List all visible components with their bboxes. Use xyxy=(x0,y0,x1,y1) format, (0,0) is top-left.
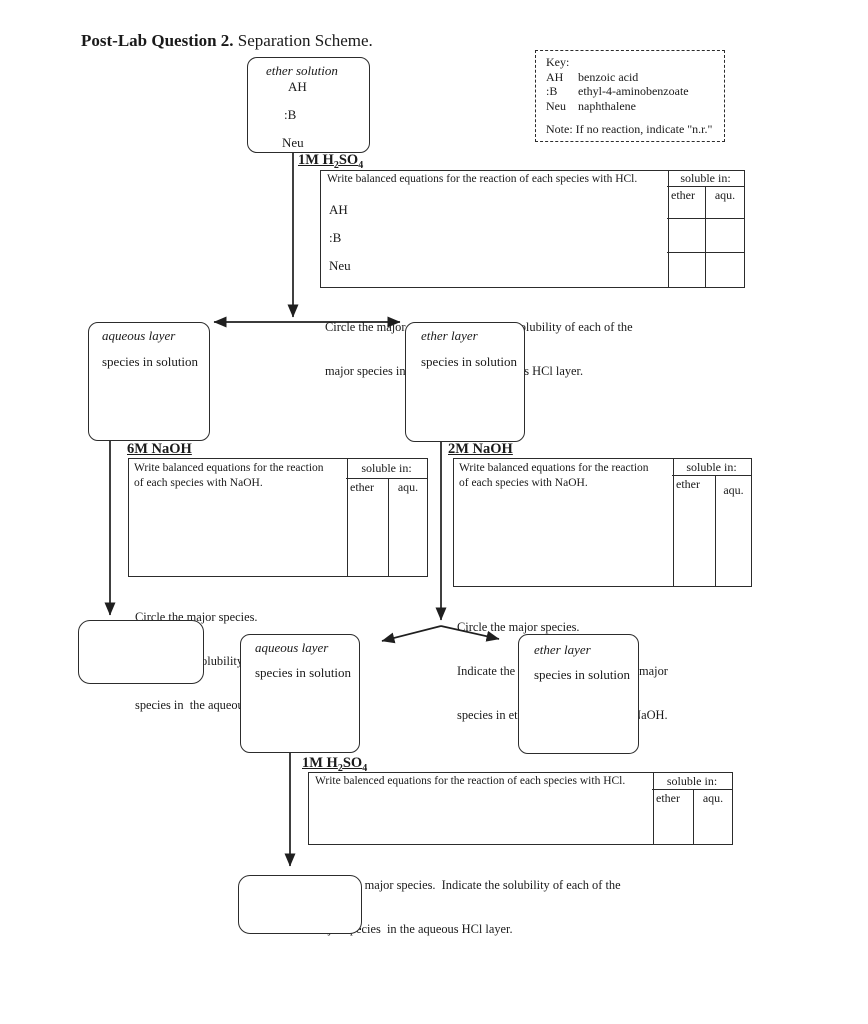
cell-aqu-blank[interactable] xyxy=(706,219,744,252)
ether-layer-top-box: ether layer species in solution xyxy=(405,322,525,442)
prompt-line: of each species with NaOH. xyxy=(134,476,263,489)
key-entry-ah: AH benzoic acid xyxy=(546,70,716,85)
ether-layer-top-line: species in solution xyxy=(421,354,518,369)
table-naoh-2m-soluble-section: soluble in: ether aqu. xyxy=(672,459,751,586)
ether-layer-bottom-box: ether layer species in solution xyxy=(518,634,639,754)
ether-solution-box: ether solution AH :B Neu xyxy=(247,57,370,153)
key-name-ah: benzoic acid xyxy=(578,69,639,84)
reagent-label-h2so4-top: 1M H2SO4 xyxy=(298,152,364,171)
col-ether-label[interactable]: ether xyxy=(672,476,716,586)
cell-ether-blank[interactable] xyxy=(667,253,706,287)
cell-aqu-blank[interactable] xyxy=(706,253,744,287)
soluble-label-row: ether aqu. xyxy=(346,479,427,576)
soluble-blank-row-1 xyxy=(667,219,744,253)
table-naoh-6m: Write balanced equations for the reactio… xyxy=(128,458,428,577)
page-title: Post-Lab Question 2. Separation Scheme. xyxy=(81,31,373,51)
prompt-line: Write balanced equations for the reactio… xyxy=(134,462,324,474)
table-hcl-top-prompt: Write balanced equations for the reactio… xyxy=(327,173,638,185)
arrow-split2-to-aqueous-bottom xyxy=(381,625,442,644)
ether-solution-title: ether solution xyxy=(266,63,338,78)
key-box: Key: AH benzoic acid :B ethyl-4-aminoben… xyxy=(535,50,725,142)
species-b: :B xyxy=(284,107,297,122)
col-aqu-label[interactable]: aqu. xyxy=(702,791,724,805)
soluble-label-row: ether aqu. xyxy=(667,187,744,219)
table-hcl-bottom-prompt: Write balenced equations for the reactio… xyxy=(315,775,626,787)
aqueous-layer-top-line: species in solution xyxy=(102,354,199,369)
aqueous-layer-bottom-line: species in solution xyxy=(255,665,352,680)
soluble-in-header: soluble in: xyxy=(652,773,732,790)
aqueous-layer-top-box: aqueous layer species in solution xyxy=(88,322,210,441)
aqueous-layer-bottom-box: aqueous layer species in solution xyxy=(240,634,360,753)
table-naoh-2m-left-cell[interactable]: Write balanced equations for the reactio… xyxy=(454,459,674,586)
ether-layer-bottom-title: ether layer xyxy=(534,642,591,657)
table-hcl-bottom-left-cell[interactable]: Write balenced equations for the reactio… xyxy=(309,773,654,844)
table-naoh-6m-soluble-section: soluble in: ether aqu. xyxy=(346,459,427,576)
key-entry-neu: Neu naphthalene xyxy=(546,99,716,114)
key-note: Note: If no reaction, indicate "n.r." xyxy=(546,122,713,136)
key-abbr-ah: AH xyxy=(546,69,564,84)
aqueous-layer-top-title: aqueous layer xyxy=(102,328,176,343)
species-ah: AH xyxy=(288,79,307,94)
soluble-label-row: ether aqu. xyxy=(652,790,732,844)
table-naoh-2m: Write balanced equations for the reactio… xyxy=(453,458,752,587)
soluble-in-header: soluble in: xyxy=(346,459,427,479)
result-box-hcl-aqueous[interactable] xyxy=(238,875,362,934)
ether-layer-bottom-line: species in solution xyxy=(534,667,631,682)
soluble-label-row: ether aqu. xyxy=(672,476,751,586)
col-ether-label[interactable]: ether xyxy=(652,790,694,844)
reagent-label-h2so4-bottom: 1M H2SO4 xyxy=(302,755,368,774)
table-hcl-top: Write balanced equations for the reactio… xyxy=(320,170,745,288)
h2so4-sub1: 2 xyxy=(337,762,343,774)
reagent-label-naoh-2m: 2M NaOH xyxy=(448,441,513,457)
cell-ether-blank[interactable] xyxy=(667,219,706,252)
key-abbr-b: :B xyxy=(546,84,558,99)
table-naoh-6m-left-cell[interactable]: Write balanced equations for the reactio… xyxy=(129,459,348,576)
soluble-in-header: soluble in: xyxy=(667,171,744,187)
h2so4-part2: SO xyxy=(342,755,363,771)
caption-line: Circle the major species. xyxy=(457,619,580,634)
ether-layer-top-title: ether layer xyxy=(421,328,478,343)
table-naoh-6m-prompt: Write balanced equations for the reactio… xyxy=(134,461,324,490)
table-hcl-top-soluble-section: soluble in: ether aqu. xyxy=(667,171,744,287)
table-hcl-bottom-soluble-section: soluble in: ether aqu. xyxy=(652,773,732,844)
table-row-b: :B xyxy=(329,230,342,245)
h2so4-part2: SO xyxy=(338,152,359,168)
page-title-bold: Post-Lab Question 2. xyxy=(81,31,234,50)
prompt-line: Write balanced equations for the reactio… xyxy=(459,462,649,474)
h2so4-sub2: 4 xyxy=(362,762,368,774)
key-entry-b: :B ethyl-4-aminobenzoate xyxy=(546,84,716,99)
col-aqu-label: aqu. xyxy=(714,188,736,202)
h2so4-part1: 1M H xyxy=(302,755,338,771)
col-aqu-label[interactable]: aqu. xyxy=(723,483,744,497)
reagent-label-naoh-6m: 6M NaOH xyxy=(127,441,192,457)
table-naoh-2m-prompt: Write balanced equations for the reactio… xyxy=(459,461,649,490)
h2so4-part1: 1M H xyxy=(298,152,334,168)
soluble-blank-row-2 xyxy=(667,253,744,287)
key-name-b: ethyl-4-aminobenzoate xyxy=(578,84,689,99)
result-box-naoh-aqueous[interactable] xyxy=(78,620,204,684)
table-hcl-top-left-cell[interactable]: Write balanced equations for the reactio… xyxy=(321,171,669,287)
species-neu: Neu xyxy=(282,135,304,150)
key-abbr-neu: Neu xyxy=(546,98,566,113)
soluble-in-header: soluble in: xyxy=(672,459,751,476)
table-row-ah: AH xyxy=(329,202,348,217)
h2so4-sub1: 2 xyxy=(333,159,339,171)
key-name-neu: naphthalene xyxy=(578,98,636,113)
table-hcl-bottom: Write balenced equations for the reactio… xyxy=(308,772,733,845)
col-aqu-label[interactable]: aqu. xyxy=(397,480,419,494)
page-title-rest: Separation Scheme. xyxy=(233,31,373,50)
key-heading: Key: xyxy=(546,55,570,69)
aqueous-layer-bottom-title: aqueous layer xyxy=(255,640,329,655)
h2so4-sub2: 4 xyxy=(358,159,364,171)
col-ether-label[interactable]: ether xyxy=(346,479,389,576)
col-ether-label: ether xyxy=(667,187,706,218)
table-row-neu: Neu xyxy=(329,258,351,273)
prompt-line: of each species with NaOH. xyxy=(459,476,588,489)
